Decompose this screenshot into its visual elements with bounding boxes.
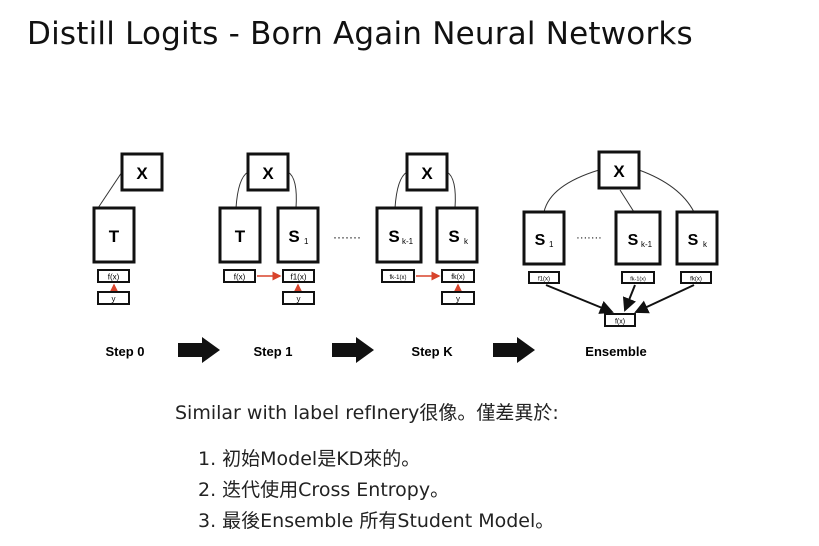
ellipsis: ······· bbox=[333, 230, 361, 244]
step0-label: Step 0 bbox=[105, 344, 144, 359]
node-student-k-minus-1 bbox=[614, 210, 662, 266]
arrow-to-ensemble bbox=[634, 284, 695, 314]
node-student-k bbox=[435, 206, 479, 264]
edge-x-s1 bbox=[287, 171, 297, 209]
node-student-k-label: S bbox=[448, 227, 459, 246]
edge-x-sk-1 bbox=[394, 171, 408, 209]
label-y: y bbox=[456, 295, 460, 304]
stepk-label: Step K bbox=[411, 344, 453, 359]
node-teacher-label: T bbox=[109, 227, 120, 246]
born-again-networks-figure: X T f(x) y Step 0 X T S 1 f(x) f1(x) y S… bbox=[92, 150, 719, 363]
node-x-label: X bbox=[262, 164, 274, 183]
edge-x-t bbox=[97, 171, 123, 209]
step1-group: X T S 1 f(x) f1(x) y Step 1 bbox=[218, 152, 320, 359]
node-student-k-minus-1-label: S bbox=[628, 232, 639, 249]
student-k-minus-1-output-box bbox=[621, 271, 655, 284]
teacher-output-label: f(x) bbox=[234, 273, 246, 282]
list-item: 1. 初始Model是KD來的。 bbox=[198, 448, 421, 470]
node-student-1 bbox=[276, 206, 320, 264]
node-student-k-minus-1-label: S bbox=[388, 227, 399, 246]
student-output-label: fk(x) bbox=[451, 274, 465, 281]
node-student-1-subscript: 1 bbox=[304, 237, 309, 246]
caption-text: Similar with label refInery很像。僅差異於: bbox=[175, 402, 559, 424]
edge-x-t bbox=[235, 171, 249, 209]
label-y: y bbox=[112, 295, 116, 304]
edge-x-s1 bbox=[543, 169, 600, 213]
node-teacher-label: T bbox=[235, 227, 246, 246]
node-student-1-subscript: 1 bbox=[549, 240, 554, 249]
edge-x-sk bbox=[446, 171, 456, 209]
node-student-k-subscript: k bbox=[464, 237, 469, 246]
student-k-minus-1-output-label: fk-1(x) bbox=[630, 277, 646, 283]
arrow-to-ensemble bbox=[622, 284, 636, 312]
node-teacher bbox=[218, 206, 262, 264]
output-box bbox=[97, 269, 130, 283]
node-student-1 bbox=[522, 210, 566, 266]
prev-output-box bbox=[381, 269, 415, 283]
node-x-label: X bbox=[613, 162, 625, 181]
node-student-1-label: S bbox=[288, 227, 299, 246]
big-arrow-right-icon bbox=[332, 337, 374, 363]
student-1-output-box bbox=[528, 271, 560, 284]
node-student-k-minus-1 bbox=[375, 206, 423, 264]
student-output-box bbox=[282, 269, 315, 283]
node-student-k-minus-1-subscript: k-1 bbox=[402, 237, 414, 246]
output-label: f(x) bbox=[108, 273, 120, 282]
stepk-group: X S k-1 S k fk-1(x) fk(x) y Step K bbox=[375, 152, 479, 359]
student-output-box bbox=[441, 269, 475, 283]
edge-x-sk-1 bbox=[619, 189, 635, 213]
list-item: 2. 迭代使用Cross Entropy。 bbox=[198, 479, 450, 501]
node-teacher bbox=[92, 206, 136, 264]
prev-output-label: fk-1(x) bbox=[390, 275, 407, 281]
node-student-k-label: S bbox=[688, 232, 699, 249]
node-x bbox=[405, 152, 449, 192]
ensemble-group: X S 1 ······· S k-1 S k f1(x) fk-1(x) fk… bbox=[522, 150, 719, 359]
student-k-output-box bbox=[680, 271, 712, 284]
list-item: 3. 最後Ensemble 所有Student Model。 bbox=[198, 510, 555, 532]
node-x bbox=[597, 150, 641, 190]
step0-group: X T f(x) y Step 0 bbox=[92, 152, 164, 359]
student-k-output-label: fk(x) bbox=[690, 277, 702, 283]
teacher-output-box bbox=[223, 269, 256, 283]
label-box bbox=[282, 291, 315, 305]
ensemble-output-box bbox=[604, 313, 636, 327]
student-output-label: f1(x) bbox=[291, 273, 307, 282]
node-x-label: X bbox=[421, 164, 433, 183]
node-student-k-subscript: k bbox=[703, 240, 708, 249]
label-y: y bbox=[297, 295, 301, 304]
difference-list: 1. 初始Model是KD來的。 2. 迭代使用Cross Entropy。 3… bbox=[198, 444, 554, 537]
student-1-output-label: f1(x) bbox=[538, 277, 550, 283]
big-arrow-right-icon bbox=[493, 337, 535, 363]
big-arrow-right-icon bbox=[178, 337, 220, 363]
ellipsis: ······· bbox=[576, 232, 602, 244]
label-box bbox=[97, 291, 130, 305]
edge-x-sk bbox=[638, 169, 695, 213]
ensemble-label: Ensemble bbox=[585, 344, 646, 359]
arrow-to-ensemble bbox=[545, 284, 614, 314]
node-x bbox=[246, 152, 290, 192]
node-x bbox=[120, 152, 164, 192]
step1-label: Step 1 bbox=[253, 344, 292, 359]
node-x-label: X bbox=[136, 164, 148, 183]
ensemble-output-label: f(x) bbox=[615, 319, 625, 326]
slide-title: Distill Logits - Born Again Neural Netwo… bbox=[27, 16, 693, 52]
label-box bbox=[441, 291, 475, 305]
node-student-k bbox=[675, 210, 719, 266]
node-student-1-label: S bbox=[535, 232, 546, 249]
node-student-k-minus-1-subscript: k-1 bbox=[641, 240, 653, 249]
